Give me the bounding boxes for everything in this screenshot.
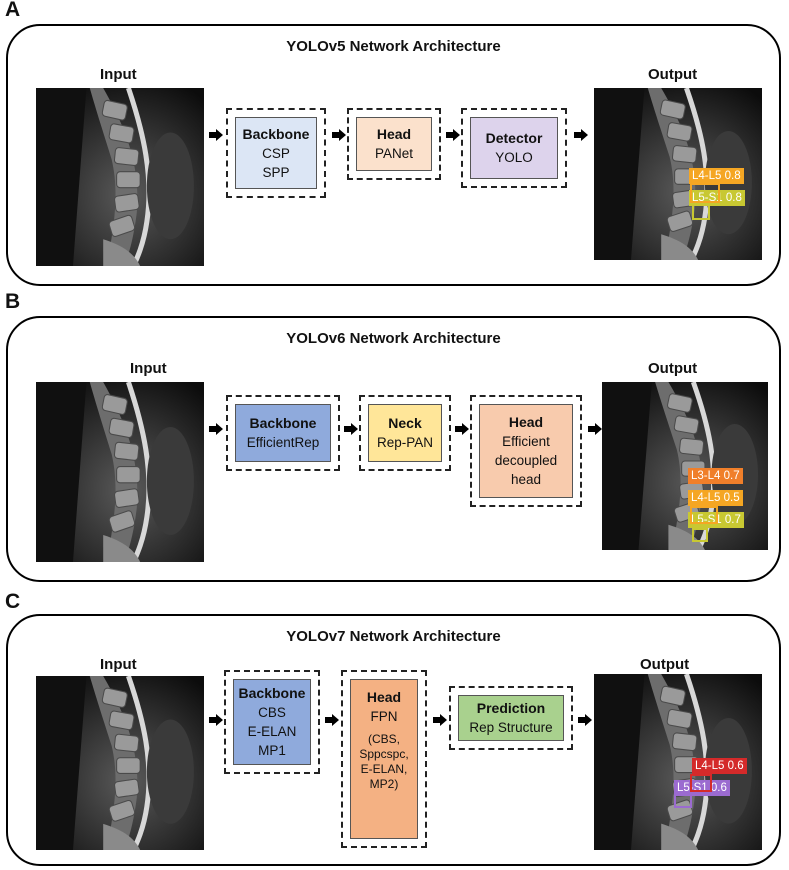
detection-label: L4-L5 0.8 xyxy=(689,168,744,184)
backbone-line: CSP xyxy=(262,145,290,161)
panel-b-title: YOLOv6 Network Architecture xyxy=(286,330,501,347)
panel-a-input-mri-image xyxy=(36,88,204,266)
backbone-title: Backbone xyxy=(242,125,310,142)
panel-b-input-label: Input xyxy=(130,360,167,377)
arrow-icon xyxy=(209,423,223,435)
detection-box xyxy=(690,774,712,792)
detection-label: L5-S1 0.6 xyxy=(674,780,730,796)
head-line: decoupled xyxy=(494,453,558,468)
panel-a-output-mri-image: L4-L5 0.8 L5-S1 0.8 xyxy=(594,88,762,260)
panel-a-input-label: Input xyxy=(100,66,137,83)
panel-c-output-mri-image: L4-L5 0.6 L5-S1 0.6 xyxy=(594,674,762,850)
head-block: Head Efficient decoupled head xyxy=(470,395,582,507)
arrow-icon xyxy=(344,423,358,435)
detector-box: Detector YOLO xyxy=(470,117,558,179)
neck-box: Neck Rep-PAN xyxy=(368,404,442,462)
head-line: head xyxy=(510,472,542,487)
backbone-block: Backbone CBS E-ELAN MP1 xyxy=(224,670,320,774)
panel-b-output-label: Output xyxy=(648,360,698,377)
backbone-block: Backbone CSP SPP xyxy=(226,108,326,198)
panel-c-title: YOLOv7 Network Architecture xyxy=(286,628,501,645)
panel-c-output-label: Output xyxy=(640,656,690,673)
arrow-icon xyxy=(588,423,602,435)
arrow-icon xyxy=(578,714,592,726)
head-note: (CBS, Sppcspc, E-ELAN, MP2) xyxy=(359,732,409,791)
detection-box xyxy=(690,183,720,203)
panel-a-title: YOLOv5 Network Architecture xyxy=(286,38,501,55)
backbone-line: EfficientRep xyxy=(246,435,320,450)
arrow-icon xyxy=(433,714,447,726)
backbone-box: Backbone CSP SPP xyxy=(235,117,317,189)
head-title: Head xyxy=(376,126,412,142)
backbone-title: Backbone xyxy=(238,685,306,701)
backbone-line: SPP xyxy=(262,164,290,180)
panel-b-output-mri-image: L3-L4 0.7 L4-L5 0.5 L5-S1 0.7 xyxy=(602,382,768,550)
panel-c-input-mri-image xyxy=(36,676,204,850)
prediction-title: Prediction xyxy=(476,700,546,716)
backbone-line: E-ELAN xyxy=(247,724,297,739)
detection-box xyxy=(674,794,692,808)
prediction-line: Rep Structure xyxy=(469,720,553,735)
arrow-icon xyxy=(209,129,223,141)
head-block: Head PANet xyxy=(347,108,441,180)
detection-label: L3-L4 0.7 xyxy=(688,468,743,484)
panel-b: YOLOv6 Network Architecture Input Output… xyxy=(6,316,781,582)
detection-label: L4-L5 0.5 xyxy=(688,490,743,506)
head-line: PANet xyxy=(374,146,413,161)
backbone-title: Backbone xyxy=(249,415,317,431)
arrow-icon xyxy=(325,714,339,726)
backbone-block: Backbone EfficientRep xyxy=(226,395,340,471)
detection-box xyxy=(692,528,708,542)
panel-letter-a: A xyxy=(5,0,21,21)
arrow-icon xyxy=(446,129,460,141)
backbone-box: Backbone CBS E-ELAN MP1 xyxy=(233,679,311,765)
arrow-icon xyxy=(574,129,588,141)
head-line: Efficient xyxy=(502,434,550,449)
backbone-line: MP1 xyxy=(258,743,286,758)
detection-label: L4-L5 0.6 xyxy=(692,758,747,774)
neck-line: Rep-PAN xyxy=(376,435,434,450)
prediction-box: Prediction Rep Structure xyxy=(458,695,564,741)
detection-box xyxy=(690,506,718,524)
head-title: Head xyxy=(366,689,402,705)
detection-box xyxy=(692,204,710,220)
head-block: Head FPN (CBS, Sppcspc, E-ELAN, MP2) xyxy=(341,670,427,848)
backbone-line: CBS xyxy=(258,705,286,720)
detector-title: Detector xyxy=(485,130,543,146)
head-box: Head Efficient decoupled head xyxy=(479,404,573,498)
backbone-box: Backbone EfficientRep xyxy=(235,404,331,462)
prediction-block: Prediction Rep Structure xyxy=(449,686,573,750)
arrow-icon xyxy=(209,714,223,726)
head-title: Head xyxy=(508,414,544,430)
detector-line: YOLO xyxy=(495,150,533,165)
panel-c: YOLOv7 Network Architecture Input Output… xyxy=(6,614,781,866)
panel-c-input-label: Input xyxy=(100,656,137,673)
panel-b-input-mri-image xyxy=(36,382,204,562)
arrow-icon xyxy=(455,423,469,435)
head-box: Head FPN (CBS, Sppcspc, E-ELAN, MP2) xyxy=(350,679,418,839)
neck-title: Neck xyxy=(388,415,422,431)
panel-a: YOLOv5 Network Architecture Input Output… xyxy=(6,24,781,286)
head-box: Head PANet xyxy=(356,117,432,171)
detector-block: Detector YOLO xyxy=(461,108,567,188)
panel-a-output-label: Output xyxy=(648,66,698,83)
panel-letter-c: C xyxy=(5,590,21,613)
head-line: FPN xyxy=(370,709,398,724)
panel-letter-b: B xyxy=(5,290,21,313)
arrow-icon xyxy=(332,129,346,141)
neck-block: Neck Rep-PAN xyxy=(359,395,451,471)
